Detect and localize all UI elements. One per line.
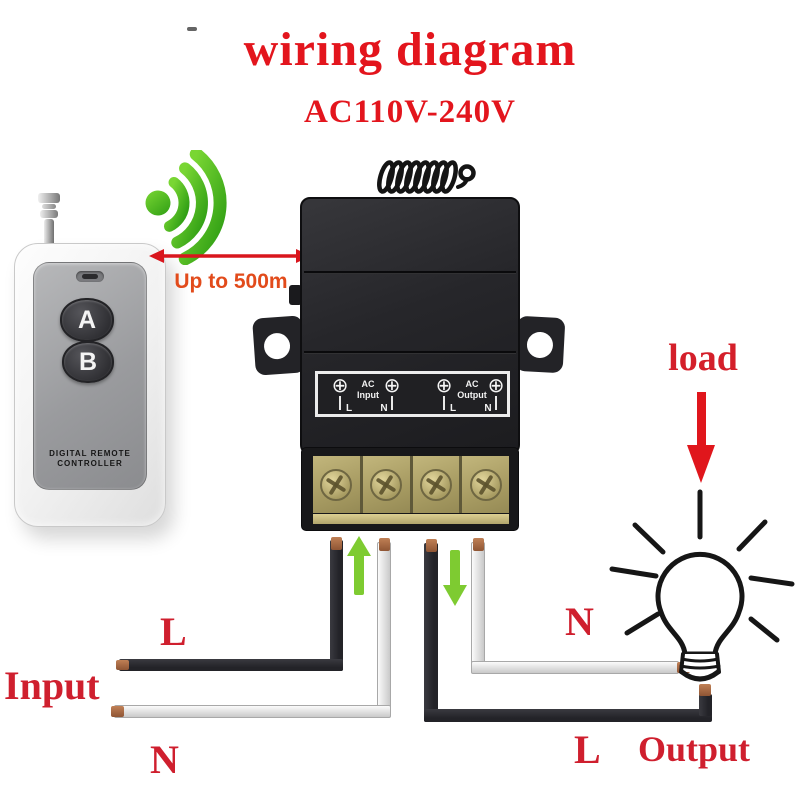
ac-output-line1: AC: [465, 379, 479, 389]
input-neutral-wire-horizontal: [114, 705, 391, 718]
terminal-screw-icon: ⊕: [331, 373, 349, 397]
terminal-pointer-line: [339, 396, 341, 410]
output-live-wire-horizontal: [424, 709, 712, 722]
terminal-cell: [412, 456, 463, 513]
flow-arrow-up-head: [347, 536, 371, 556]
terminal-screw: [419, 468, 452, 501]
flow-arrow-down-head: [443, 585, 467, 606]
range-label: Up to 500m: [174, 270, 288, 293]
input-title: Input: [4, 663, 100, 708]
remote-body: A B DIGITAL REMOTE CONTROLLER: [14, 243, 166, 527]
input-live-wire-horizontal: [119, 659, 343, 671]
terminal-letter-l1: L: [345, 403, 353, 414]
terminal-pointer-line: [495, 396, 497, 410]
led-window: [82, 274, 98, 279]
side-button: [289, 285, 302, 305]
terminal-letter-l2: L: [449, 403, 457, 414]
output-live-label: L: [574, 727, 601, 772]
terminal-block: [301, 447, 519, 531]
remote-front-panel: A B DIGITAL REMOTE CONTROLLER: [33, 262, 147, 490]
output-live-wire-vertical: [424, 543, 438, 722]
light-bulb-icon: [609, 489, 795, 682]
button-a: A: [60, 298, 114, 342]
stray-mark: [187, 27, 197, 31]
terminal-screw-icon: ⊕: [435, 373, 453, 397]
terminal-letter-n2: N: [484, 403, 492, 414]
input-neutral-wire-vertical: [377, 542, 391, 717]
output-neutral-label: N: [565, 599, 594, 644]
brand-line-2: CONTROLLER: [57, 459, 123, 468]
terminal-screw: [370, 468, 403, 501]
ac-input-label: AC Input: [348, 379, 388, 401]
mounting-hole: [526, 331, 554, 359]
range-arrow-icon: [149, 249, 311, 263]
ac-input-line1: AC: [361, 379, 375, 389]
case-seam: [304, 271, 516, 274]
copper-tip: [426, 539, 437, 552]
output-live-wire-riser: [699, 694, 712, 716]
load-arrow-head: [687, 445, 715, 483]
voltage-subtitle: AC110V-240V: [303, 94, 517, 130]
terminal-pointer-line: [443, 396, 445, 410]
load-arrow-icon: [697, 392, 706, 448]
mounting-tab-left: [252, 315, 306, 376]
terminal-letter-n1: N: [380, 403, 388, 414]
wifi-signal-icon: [145, 150, 227, 265]
flow-arrow-up-icon: [354, 554, 364, 595]
load-label: load: [668, 337, 738, 379]
input-neutral-label: N: [150, 737, 179, 782]
ac-output-label: AC Output: [450, 379, 494, 401]
remote-antenna-segment: [40, 210, 58, 218]
mounting-hole: [263, 332, 291, 361]
terminal-label-panel: ⊕ ⊕ ⊕ ⊕ AC Input AC Output L N L N: [315, 371, 510, 417]
terminal-screw-icon: ⊕: [383, 373, 401, 397]
ac-output-line2: Output: [457, 390, 487, 400]
button-b: B: [62, 341, 114, 383]
remote-antenna-segment: [44, 219, 54, 247]
remote-control: A B DIGITAL REMOTE CONTROLLER: [14, 192, 166, 537]
terminal-screw: [469, 468, 502, 501]
input-live-wire-vertical: [330, 540, 343, 671]
copper-tip: [331, 537, 342, 550]
terminal-cell: [362, 456, 413, 513]
case-seam: [304, 351, 516, 354]
ac-input-line2: Input: [357, 390, 379, 400]
led-indicator-icon: [76, 271, 104, 282]
receiver-module: ⊕ ⊕ ⊕ ⊕ AC Input AC Output L N L N: [300, 197, 520, 455]
flow-arrow-down-icon: [450, 550, 460, 587]
terminal-cell: [462, 456, 509, 513]
copper-tip: [473, 538, 484, 551]
mounting-tab-right: [514, 315, 566, 374]
remote-brand-text: DIGITAL REMOTE CONTROLLER: [34, 449, 146, 469]
input-live-label: L: [160, 609, 187, 654]
terminal-row: [313, 456, 509, 513]
copper-tip: [379, 538, 390, 551]
terminal-screw-icon: ⊕: [487, 373, 505, 397]
brand-line-1: DIGITAL REMOTE: [49, 449, 131, 458]
copper-tip: [699, 684, 711, 696]
output-neutral-wire-vertical: [471, 542, 485, 672]
copper-tip: [116, 660, 129, 670]
remote-antenna-icon: [38, 193, 60, 203]
output-title: Output: [638, 729, 751, 769]
spring-antenna-icon: [377, 160, 476, 194]
button-a-label: A: [77, 305, 97, 334]
page-title: wiring diagram: [243, 23, 577, 76]
button-b-label: B: [78, 347, 98, 376]
terminal-pointer-line: [391, 396, 393, 410]
terminal-screw: [320, 468, 353, 501]
terminal-base-strip: [313, 514, 509, 524]
terminal-cell: [313, 456, 363, 513]
remote-antenna-segment: [42, 204, 56, 209]
copper-tip: [111, 706, 124, 717]
